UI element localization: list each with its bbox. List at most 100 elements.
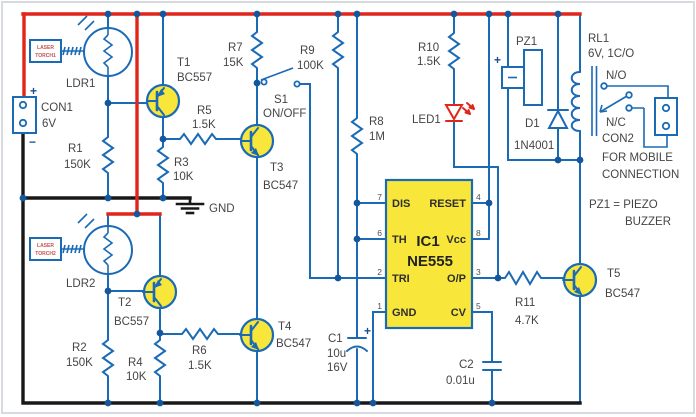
diode-d1-symbol: D1 1N4001 [514, 108, 569, 152]
relay-rl1: RL1 6V, 1C/O N/O N/C [570, 33, 634, 136]
led1-label: LED1 [412, 114, 441, 126]
r10-value: 1.5K [417, 56, 441, 68]
resistor-r7-body [250, 13, 264, 84]
resistor-r11-body [471, 270, 564, 286]
led1-symbol: LED1 [412, 102, 475, 126]
ic1-pin-reset: RESET [429, 198, 466, 210]
con1-minus: − [29, 135, 36, 149]
note-line2: BUZZER [625, 216, 671, 228]
r7-value: 15K [223, 57, 244, 69]
t4-label: T4 [278, 321, 292, 333]
gnd-label: GND [209, 203, 235, 215]
con2-desc2: CONNECTION [602, 169, 679, 181]
light-arrows2 [77, 213, 95, 229]
t5-part: BC547 [605, 288, 640, 300]
r11-label: R11 [515, 297, 535, 309]
r5-label: R5 [197, 105, 212, 117]
t2-part: BC557 [114, 316, 149, 328]
ic1-part: NE555 [407, 253, 453, 270]
con1-label: CON1 [41, 102, 73, 114]
laser-beam2 [61, 244, 84, 254]
laser2-line2: TORCH2 [35, 251, 56, 257]
laser1-line1: LASER [37, 45, 54, 51]
r8-value: 1M [369, 131, 385, 143]
r1-value: 150K [64, 159, 91, 171]
r9-value: 100K [297, 60, 324, 72]
laser2-line1: LASER [37, 243, 54, 249]
s1-label: S1 [274, 94, 288, 106]
ic1-pin-dis: DIS [392, 198, 410, 210]
con2-label: CON2 [602, 133, 634, 145]
transistor-t2: T2 BC557 [114, 274, 178, 328]
c1-plus: + [364, 324, 371, 338]
ic1-pin-th: TH [392, 234, 407, 246]
ic1-name: IC1 [416, 233, 439, 250]
t5-label: T5 [607, 268, 620, 280]
rl1-label: RL1 [588, 33, 609, 45]
ldr2-symbol: LDR2 [66, 213, 133, 290]
transistor-t3: T3 BC547 [239, 123, 298, 192]
rl1-nc-label: N/C [606, 117, 626, 129]
led1-light-arrows [462, 102, 475, 115]
pz1-label: PZ1 [516, 36, 537, 48]
ic1-pin-cv: CV [451, 307, 467, 319]
t1-label: T1 [177, 57, 190, 69]
c1-voltage: 16V [327, 362, 348, 374]
s1-mode: ON/OFF [263, 108, 306, 120]
resistor-r10-body [447, 13, 461, 105]
ic1-pin6-number: 6 [377, 228, 382, 238]
r5-value: 1.5K [192, 119, 216, 131]
resistor-r1-body [101, 136, 115, 199]
relay-core [591, 66, 598, 136]
d1-label: D1 [525, 118, 540, 130]
piezo-pz1: + PZ1 [494, 36, 543, 106]
ic1-pin2-number: 2 [377, 267, 382, 277]
r2-value: 150K [66, 357, 93, 369]
resistor-r9-body [331, 13, 345, 279]
r3-value: 10K [173, 171, 194, 183]
ldr1-symbol: LDR1 [66, 15, 133, 90]
resistor-r3-body [156, 138, 170, 199]
d1-part: 1N4001 [514, 140, 554, 152]
transistor-t4: T4 BC547 [239, 317, 311, 353]
transistor-t1: T1 BC557 [145, 57, 212, 119]
r9-label: R9 [300, 45, 315, 57]
r1-label: R1 [68, 143, 83, 155]
pz1-plus: + [494, 53, 501, 67]
resistor-r8-body [350, 13, 364, 339]
junction-dots [19, 10, 584, 407]
connector-con1: + − CON1 6V [12, 84, 73, 149]
c1-label: C1 [328, 333, 343, 345]
laser-torch1: LASER TORCH1 [29, 39, 84, 63]
r6-value: 1.5K [188, 360, 212, 372]
ic1-pin5-number: 5 [476, 301, 481, 311]
capacitor-c2: C2 0.01u [446, 359, 502, 387]
con2-desc1: FOR MOBILE [602, 152, 673, 164]
rl1-spec: 6V, 1C/O [588, 48, 634, 60]
laser-torch2: LASER TORCH2 [29, 237, 84, 261]
ic1-ne555: DIS TH TRI GND RESET Vcc O/P CV IC1 NE55… [377, 178, 481, 330]
ic1-pin3-number: 3 [476, 267, 481, 277]
relay-coil [570, 71, 581, 132]
ldr2-label: LDR2 [66, 278, 95, 290]
resistor-labels: R1 150K R2 150K R3 10K R4 10K R5 1.5K R6… [64, 42, 539, 383]
c1-value: 10u [327, 348, 346, 360]
ic1-pin7-number: 7 [377, 192, 382, 202]
c2-value: 0.01u [446, 375, 475, 387]
t2-label: T2 [118, 297, 131, 309]
r10-label: R10 [418, 42, 439, 54]
switch-s1: S1 ON/OFF [260, 67, 306, 120]
ic1-pin8-number: 8 [476, 228, 481, 238]
con1-plus: + [30, 84, 37, 98]
r4-value: 10K [126, 371, 147, 383]
light-arrows1 [77, 15, 95, 31]
r7-label: R7 [228, 42, 243, 54]
transistor-t5: T5 BC547 [562, 262, 640, 300]
connector-con2: CON2 FOR MOBILE CONNECTION [602, 97, 679, 181]
con1-voltage: 6V [42, 118, 56, 130]
ldr1-label: LDR1 [66, 78, 95, 90]
resistor-r4-body [153, 332, 167, 404]
